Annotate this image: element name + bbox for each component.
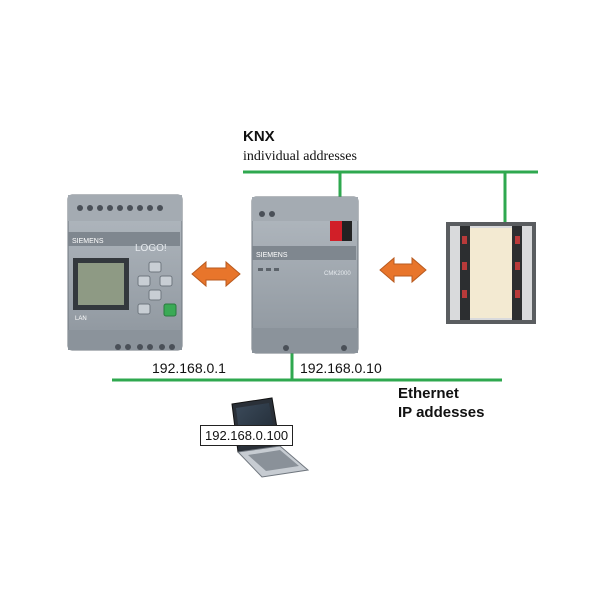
keypad (137, 261, 177, 317)
knx-module-ip-address: 192.168.0.10 (300, 360, 382, 376)
laptop-ip-address: 192.168.0.100 (200, 425, 294, 446)
lcd-display (78, 263, 124, 305)
knx-module: SIEMENS CMK2000 (251, 196, 359, 354)
ethernet-subtitle: IP addesses (398, 404, 485, 421)
knx-bus-title: KNX (243, 128, 275, 145)
logo-controller: SIEMENS LOGO! LAN (67, 194, 183, 351)
ethernet-bus (112, 352, 502, 382)
terminal-row-top (77, 205, 163, 211)
bidirectional-arrow-icon (379, 256, 427, 284)
logo-model: LOGO! (135, 243, 167, 254)
knx-bus-subtitle: individual addresses (243, 149, 357, 164)
terminal-row-bottom (115, 344, 175, 350)
knx-connector (330, 221, 342, 241)
bidirectional-arrow-icon (191, 260, 241, 288)
knx-switch-actuator-icon (446, 222, 536, 324)
knx-brand: SIEMENS (256, 252, 288, 259)
logo-brand: SIEMENS (72, 238, 104, 245)
logo-ip-address: 192.168.0.1 (152, 360, 226, 376)
knx-model: CMK2000 (324, 271, 351, 277)
lan-port-label: LAN (75, 316, 87, 322)
ethernet-title: Ethernet (398, 385, 459, 402)
